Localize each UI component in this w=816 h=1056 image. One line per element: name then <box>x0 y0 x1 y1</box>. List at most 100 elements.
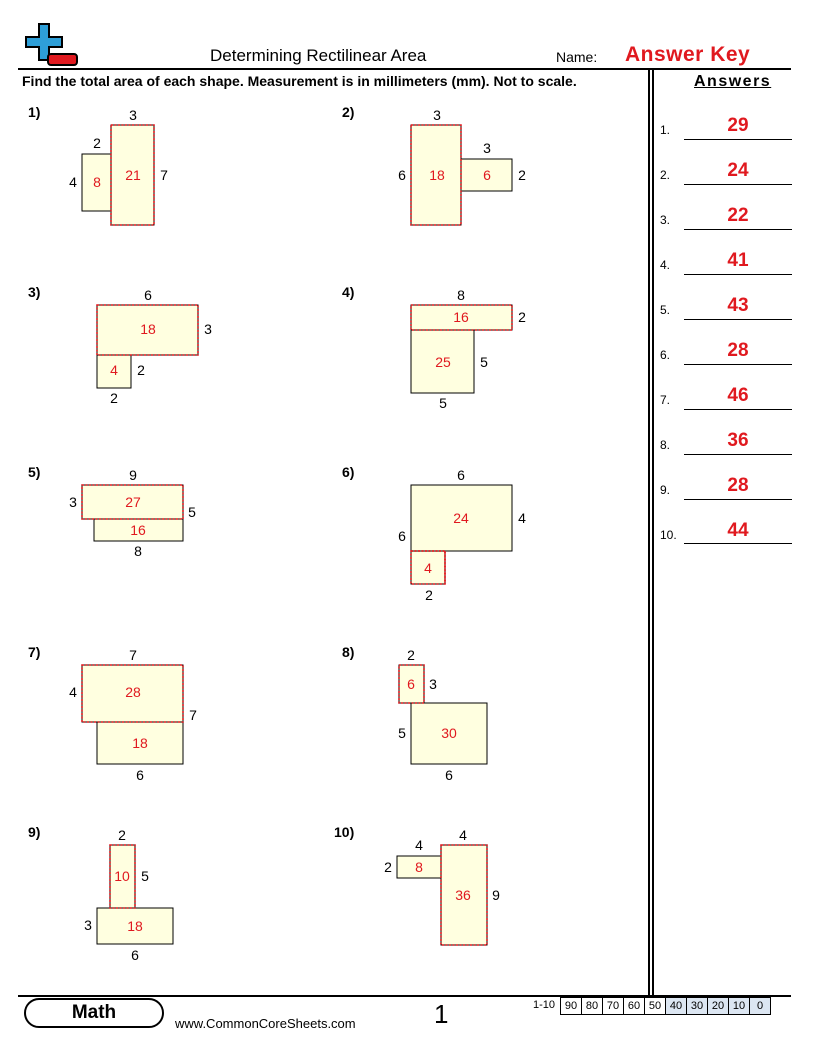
answer-number: 5. <box>660 303 671 317</box>
shape-part <box>96 354 132 389</box>
problem-number: 5) <box>28 464 41 480</box>
area-label: 4 <box>110 362 118 378</box>
figure-4: 8 2 5 5 16 25 <box>410 287 526 411</box>
highlight-outline <box>96 304 199 356</box>
dimension-label: 7 <box>189 707 197 723</box>
figure-7: 7 4 7 6 28 18 <box>69 647 197 783</box>
answer-line <box>684 184 792 185</box>
dimension-label: 7 <box>129 647 137 663</box>
area-label: 27 <box>125 494 141 510</box>
figure-5: 9 3 5 8 27 16 <box>69 467 196 559</box>
worksheet-title: Determining Rectilinear Area <box>210 46 427 65</box>
dimension-label: 6 <box>457 467 465 483</box>
answer-number: 8. <box>660 438 671 452</box>
answer-line <box>684 454 792 455</box>
dimension-label: 5 <box>439 395 447 411</box>
answer-number: 6. <box>660 348 671 362</box>
page-number: 1 <box>434 999 449 1029</box>
figure-8: 2 3 5 6 6 30 <box>398 647 488 783</box>
answer-line <box>684 364 792 365</box>
figures-layer: 3 2 4 7 8 21 3 3 6 2 18 6 6 3 2 2 18 4 8… <box>69 107 526 963</box>
dimension-label: 7 <box>160 167 168 183</box>
score-cell: 60 <box>624 997 646 1015</box>
dimension-label: 2 <box>407 647 415 663</box>
answer-column-divider <box>652 68 654 995</box>
area-label: 18 <box>127 918 143 934</box>
answer-value: 22 <box>727 205 749 226</box>
problem-number: 6) <box>342 464 355 480</box>
answer-line <box>684 274 792 275</box>
score-cell: 30 <box>687 997 709 1015</box>
highlight-outline <box>110 124 155 226</box>
answer-number: 4. <box>660 258 671 272</box>
instructions: Find the total area of each shape. Measu… <box>22 73 577 89</box>
shape-part <box>410 484 513 552</box>
answer-value: 24 <box>727 160 749 181</box>
dimension-label: 6 <box>136 767 144 783</box>
answer-line <box>684 229 792 230</box>
answer-line <box>684 543 792 544</box>
answers-title: Answers <box>694 73 772 90</box>
dimension-label: 4 <box>415 837 423 853</box>
shape-part <box>460 158 513 192</box>
score-cell: 50 <box>645 997 667 1015</box>
answer-number: 7. <box>660 393 671 407</box>
answer-value: 44 <box>727 520 749 541</box>
dimension-label: 2 <box>137 362 145 378</box>
dimension-label: 2 <box>93 135 101 151</box>
answer-value: 36 <box>727 430 749 451</box>
area-label: 8 <box>93 174 101 190</box>
answer-number: 9. <box>660 483 671 497</box>
dimension-label: 5 <box>188 504 196 520</box>
subject-badge: Math <box>24 998 164 1028</box>
area-label: 18 <box>429 167 445 183</box>
problem-number: 1) <box>28 104 41 120</box>
dimension-label: 2 <box>425 587 433 603</box>
area-label: 21 <box>125 167 141 183</box>
highlight-outline <box>410 124 462 226</box>
dimension-label: 6 <box>398 167 406 183</box>
dimension-label: 2 <box>384 859 392 875</box>
name-value: Answer Key <box>625 43 751 66</box>
area-label: 18 <box>132 735 148 751</box>
answer-column-divider <box>648 68 650 995</box>
highlight-outline <box>440 844 488 946</box>
shape-part <box>110 124 155 226</box>
shape-part <box>81 153 112 212</box>
area-label: 10 <box>114 868 130 884</box>
answer-line <box>684 139 792 140</box>
name-label: Name: <box>556 49 598 65</box>
answer-value: 28 <box>727 340 749 361</box>
problem-number: 7) <box>28 644 41 660</box>
area-label: 30 <box>441 725 457 741</box>
problem-number: 4) <box>342 284 355 300</box>
area-label: 25 <box>435 354 451 370</box>
dimension-label: 4 <box>518 510 526 526</box>
dimension-label: 5 <box>141 868 149 884</box>
dimension-label: 4 <box>69 684 77 700</box>
dimension-label: 6 <box>144 287 152 303</box>
answer-line <box>684 499 792 500</box>
answer-line <box>684 319 792 320</box>
dimension-label: 6 <box>445 767 453 783</box>
answer-number: 3. <box>660 213 671 227</box>
figure-6: 6 4 6 2 24 4 <box>398 467 526 603</box>
score-table: 1-10 90 80 70 60 50 40 30 20 10 0 <box>533 997 772 1015</box>
score-cell: 70 <box>603 997 625 1015</box>
area-label: 4 <box>424 560 432 576</box>
score-cell: 90 <box>560 997 583 1015</box>
score-cell: 0 <box>750 997 772 1015</box>
figure-9: 2 5 3 6 10 18 <box>84 827 174 963</box>
website-link[interactable]: www.CommonCoreSheets.com <box>175 1016 356 1031</box>
shape-part <box>410 702 488 765</box>
figure-2: 3 3 6 2 18 6 <box>398 107 526 226</box>
score-cell: 10 <box>729 997 751 1015</box>
area-label: 36 <box>455 887 471 903</box>
problem-number: 10) <box>334 824 355 840</box>
area-label: 6 <box>483 167 491 183</box>
area-label: 8 <box>415 859 423 875</box>
dimension-label: 3 <box>129 107 137 123</box>
highlight-outline <box>81 664 184 723</box>
header-divider <box>18 68 791 70</box>
dimension-label: 4 <box>69 174 77 190</box>
